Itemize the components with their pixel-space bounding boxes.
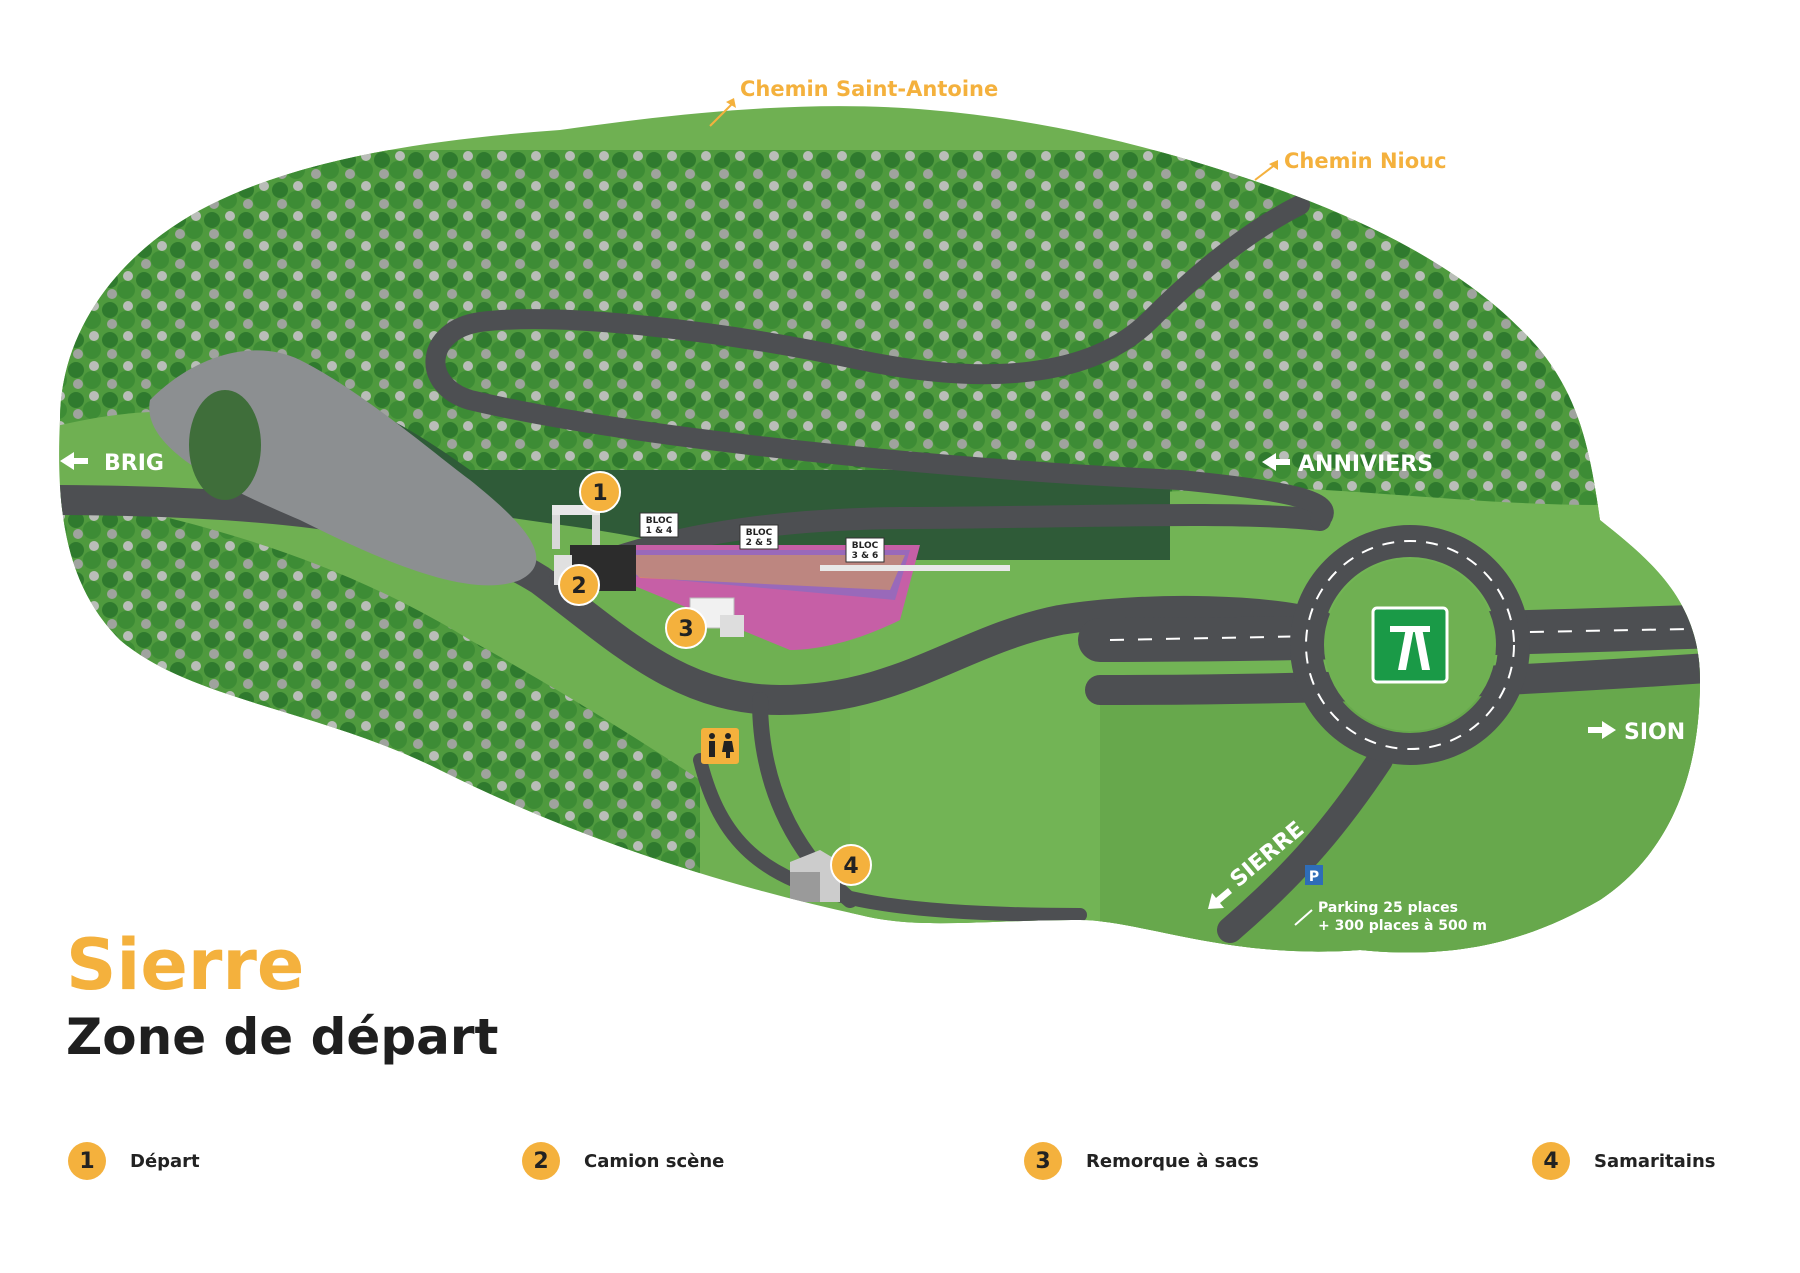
legend-badge: 4: [1532, 1142, 1570, 1180]
legend-label: Samaritains: [1594, 1150, 1716, 1172]
svg-text:P: P: [1309, 869, 1319, 885]
motorway-sign-icon: [1371, 606, 1449, 684]
legend-label: Camion scène: [584, 1150, 725, 1172]
parking-icon: P: [1305, 865, 1323, 885]
parking-info: Parking 25 places + 300 places à 500 m: [1294, 900, 1487, 934]
svg-text:3 & 6: 3 & 6: [852, 551, 879, 561]
svg-text:BLOC: BLOC: [646, 516, 673, 526]
bloc-label-2: BLOC 2 & 5: [739, 524, 779, 550]
marker-3: 3: [665, 607, 707, 649]
svg-text:4: 4: [843, 854, 858, 879]
direction-sion: SION: [1588, 720, 1685, 745]
path-label-saint-antoine: Chemin Saint-Antoine: [709, 77, 998, 127]
title-block: Sierre Zone de départ: [66, 925, 498, 1069]
roundabout-markings: [1305, 540, 1515, 750]
svg-text:1 & 4: 1 & 4: [646, 526, 673, 536]
legend-label: Départ: [130, 1150, 200, 1172]
marker-4: 4: [830, 844, 872, 886]
direction-anniviers: ANNIVIERS: [1262, 452, 1433, 477]
legend-item-3: 3 Remorque à sacs: [1024, 1142, 1259, 1180]
svg-text:BRIG: BRIG: [104, 451, 164, 476]
legend-item-4: 4 Samaritains: [1532, 1142, 1716, 1180]
toilets-icon: [701, 728, 739, 764]
legend-item-2: 2 Camion scène: [522, 1142, 724, 1180]
bloc-label-1: BLOC 1 & 4: [639, 512, 679, 538]
svg-text:Parking 25 places: Parking 25 places: [1318, 900, 1458, 916]
direction-brig: BRIG: [60, 451, 164, 476]
forest-north: [59, 150, 1600, 520]
svg-text:SION: SION: [1624, 720, 1685, 745]
marker-1: 1: [579, 471, 621, 513]
legend-item-1: 1 Départ: [68, 1142, 200, 1180]
svg-text:Chemin Saint-Antoine: Chemin Saint-Antoine: [740, 77, 998, 101]
svg-text:1: 1: [592, 481, 607, 506]
samaritans-hut: [790, 850, 840, 902]
legend-badge: 1: [68, 1142, 106, 1180]
svg-text:+ 300 places à 500 m: + 300 places à 500 m: [1318, 918, 1487, 934]
svg-text:3: 3: [678, 617, 693, 642]
svg-text:2: 2: [571, 574, 586, 599]
svg-text:Chemin Niouc: Chemin Niouc: [1284, 149, 1447, 173]
svg-text:BLOC: BLOC: [746, 528, 773, 538]
legend-label: Remorque à sacs: [1086, 1150, 1259, 1172]
svg-text:ANNIVIERS: ANNIVIERS: [1298, 452, 1433, 477]
legend-badge: 2: [522, 1142, 560, 1180]
page-title: Sierre: [66, 924, 305, 1006]
bloc-label-3: BLOC 3 & 6: [845, 537, 885, 563]
path-label-niouc: Chemin Niouc: [1254, 149, 1447, 181]
page-subtitle: Zone de départ: [66, 1008, 499, 1066]
green-island: [189, 390, 261, 500]
marker-2: 2: [558, 564, 600, 606]
svg-text:BLOC: BLOC: [852, 541, 879, 551]
start-arch: [552, 505, 600, 549]
svg-text:2 & 5: 2 & 5: [746, 538, 773, 548]
legend-badge: 3: [1024, 1142, 1062, 1180]
